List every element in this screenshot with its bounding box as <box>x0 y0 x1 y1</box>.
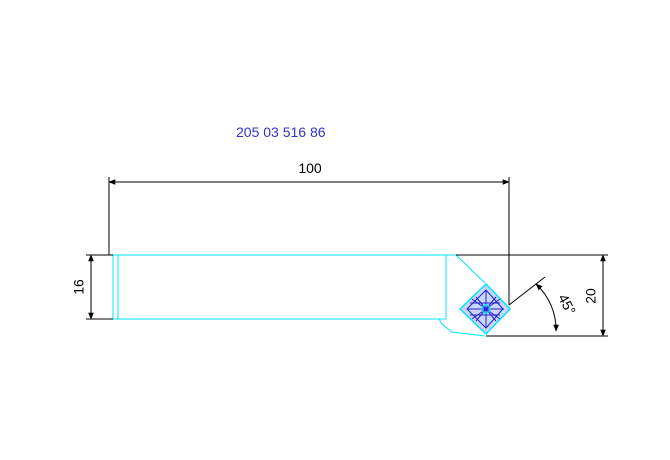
insert-tip <box>458 282 512 336</box>
total-height-label: 20 <box>583 288 599 304</box>
part-code-label: 205 03 516 86 <box>236 124 326 140</box>
angle-leg <box>508 276 546 306</box>
tool-outline <box>112 254 486 337</box>
insert-center <box>481 304 491 314</box>
angle-dimension <box>508 276 559 332</box>
total-height-dimension <box>456 254 608 337</box>
angle-label: 45° <box>555 291 579 317</box>
angle-arc <box>535 283 559 332</box>
shank-height-label: 16 <box>71 279 87 295</box>
shank-body <box>112 254 447 320</box>
insert-hatch <box>468 291 504 327</box>
length-dimension-label: 100 <box>298 160 322 176</box>
length-dimension <box>108 177 510 305</box>
shank-height-dimension <box>86 254 113 320</box>
